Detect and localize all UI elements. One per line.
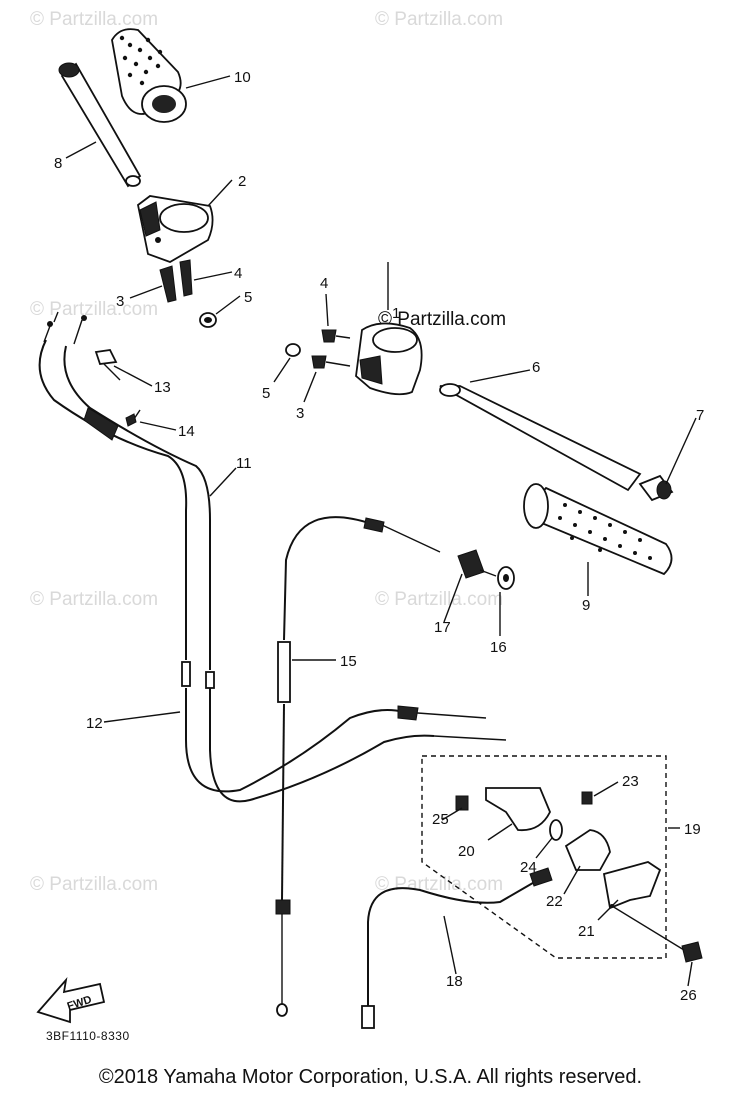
leader-lines: [65, 75, 697, 987]
callout-5b: 5: [262, 385, 270, 402]
callout-8: 8: [54, 155, 62, 172]
grip-9: [523, 483, 673, 576]
callout-10: 10: [234, 69, 251, 86]
screws-center: [285, 329, 351, 369]
throttle-housing: [355, 262, 423, 396]
copyright: ©2018 Yamaha Motor Corporation, U.S.A. A…: [98, 1066, 643, 1088]
watermark-layer: © Partzilla.com © Partzilla.com © Partzi…: [30, 9, 503, 895]
callout-22: 22: [546, 893, 563, 910]
callout-4: 4: [234, 265, 242, 282]
throttle-cables: [38, 311, 507, 803]
endcap-7: [638, 474, 674, 502]
clamp-2: [137, 195, 214, 263]
watermark: © Partzilla.com: [375, 589, 503, 610]
callout-21: 21: [578, 923, 595, 940]
callout-7: 7: [696, 407, 704, 424]
part-number: 3BF1110-8330: [46, 1029, 130, 1043]
watermark: © Partzilla.com: [30, 9, 158, 30]
adjuster-16-17: [457, 549, 515, 590]
callout-16: 16: [490, 639, 507, 656]
grip-10: [111, 28, 187, 123]
callout-19: 19: [684, 821, 701, 838]
callout-5: 5: [244, 289, 252, 306]
callout-17: 17: [434, 619, 451, 636]
callout-4b: 4: [320, 275, 328, 292]
callout-14: 14: [178, 423, 195, 440]
callout-3b: 3: [296, 405, 304, 422]
watermark: © Partzilla.com: [375, 874, 503, 895]
callout-2: 2: [238, 173, 246, 190]
tube-8: [58, 62, 142, 188]
callout-25: 25: [432, 811, 449, 828]
bolt-26: [611, 905, 703, 963]
cable-18: [361, 867, 553, 1029]
callout-13: 13: [154, 379, 171, 396]
clip-13-14: [94, 349, 141, 427]
watermark: © Partzilla.com: [375, 9, 503, 30]
choke-cable-15: [275, 516, 441, 1017]
callout-26: 26: [680, 987, 697, 1004]
callout-9: 9: [582, 597, 590, 614]
callout-11: 11: [236, 455, 252, 472]
callout-1: 1: [392, 305, 400, 322]
screws-upper: [159, 259, 217, 328]
callout-3: 3: [116, 293, 124, 310]
callout-24: 24: [520, 859, 537, 876]
callout-23: 23: [622, 773, 639, 790]
watermark: © Partzilla.com: [30, 589, 158, 610]
callout-12: 12: [86, 715, 103, 732]
center-watermark: © Partzilla.com: [378, 309, 506, 330]
watermark: © Partzilla.com: [30, 299, 158, 320]
fwd-arrow: FWD: [36, 977, 106, 1024]
callout-15: 15: [340, 653, 357, 670]
callout-18: 18: [446, 973, 463, 990]
tube-6: [439, 383, 642, 492]
group-19: [421, 755, 667, 959]
watermark: © Partzilla.com: [30, 874, 158, 895]
callout-labels: 1 2 3 4 5 3 4 5 6 7 8 9 10 11 12 13 14 1…: [54, 69, 704, 1004]
callout-6: 6: [532, 359, 540, 376]
callout-20: 20: [458, 843, 475, 860]
